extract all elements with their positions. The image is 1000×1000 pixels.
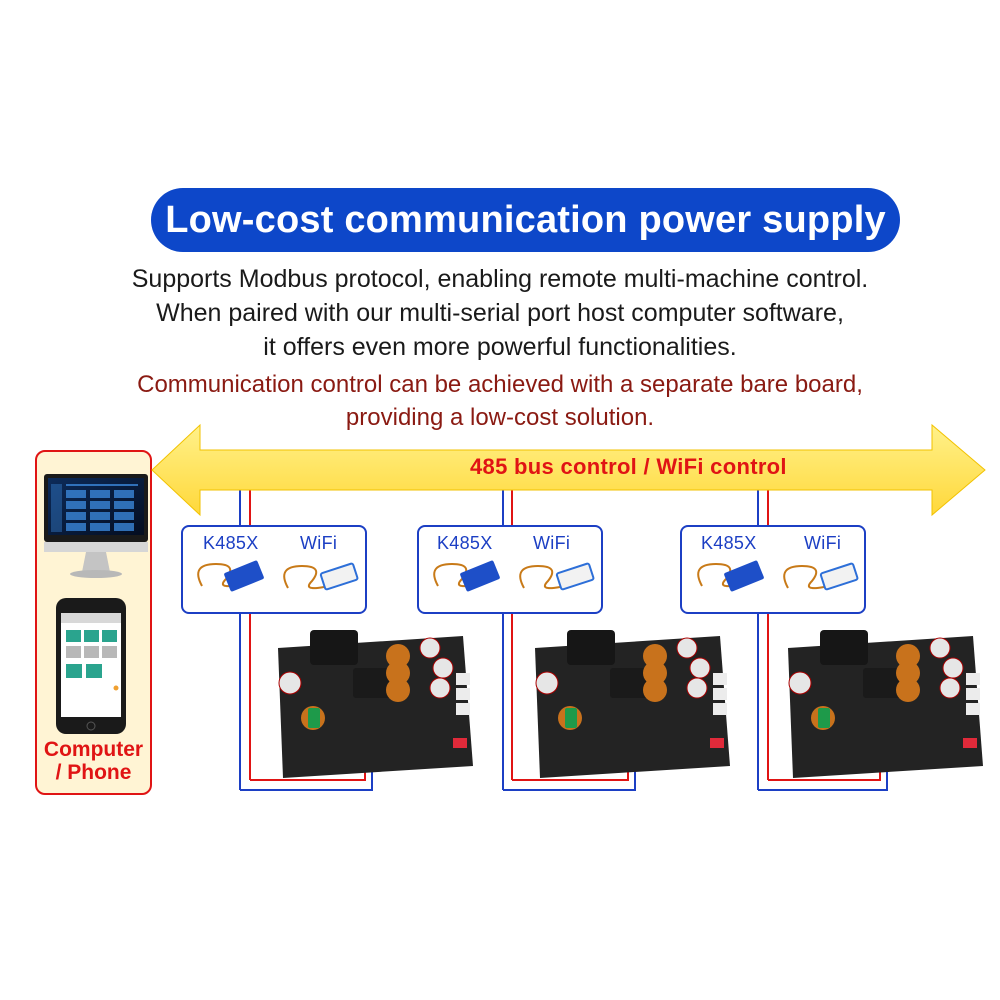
module-1-wifi-label: WiFi: [300, 533, 338, 553]
module-1-k485x-label: K485X: [203, 533, 259, 553]
host-device-label: Computer / Phone: [35, 738, 152, 784]
module-group-2: [434, 558, 730, 778]
module-3-k485x-label: K485X: [701, 533, 757, 553]
power-board-3: [788, 630, 983, 778]
description-line-2: When paired with our multi-serial port h…: [156, 299, 844, 327]
note-line-1: Communication control can be achieved wi…: [137, 371, 863, 398]
power-board-2: [535, 630, 730, 778]
title-banner: Low-cost communication power supply: [151, 188, 900, 252]
host-label-line-2: / Phone: [55, 761, 132, 784]
description-line-1: Supports Modbus protocol, enabling remot…: [131, 265, 869, 293]
monitor-icon: [44, 474, 148, 578]
power-board-1: [278, 630, 473, 778]
page-title: Low-cost communication power supply: [165, 198, 886, 241]
description-line-3: it offers even more powerful functionali…: [263, 333, 737, 361]
module-3-wifi-label: WiFi: [804, 533, 842, 553]
phone-icon: [56, 598, 126, 734]
host-label-line-1: Computer: [43, 738, 144, 761]
bus-arrow: [151, 423, 986, 517]
module-2-wifi-label: WiFi: [533, 533, 571, 553]
note-line-2: providing a low-cost solution.: [345, 404, 655, 431]
module-2-k485x-label: K485X: [437, 533, 493, 553]
bus-label: 485 bus control / WiFi control: [470, 454, 787, 479]
